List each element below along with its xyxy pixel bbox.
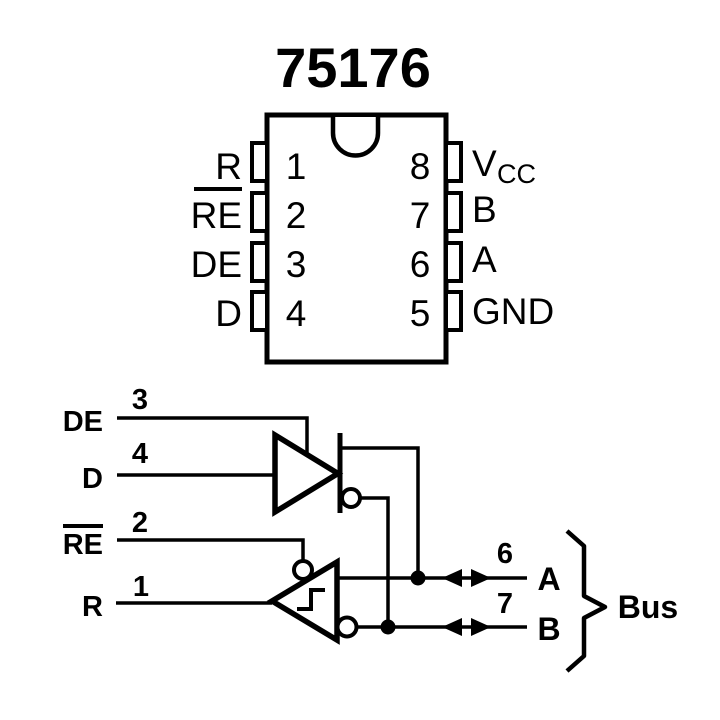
chip-notch [330, 117, 381, 158]
pin-label-r: R [215, 146, 242, 187]
pin-label-re: RE [191, 195, 242, 236]
pin-label-d: D [215, 293, 242, 334]
driver-inverting-wire [360, 496, 390, 627]
bus-label-b: B [537, 611, 560, 647]
pin-label-vcc: V [472, 143, 497, 184]
schem-label-r: R [82, 591, 103, 623]
arrow-left-b-icon [442, 618, 462, 636]
pin-stub-4 [250, 290, 269, 332]
driver-triangle-icon [272, 430, 344, 517]
receiver-inverting-bubble-icon [335, 615, 359, 639]
junction-dot-a [410, 570, 426, 586]
chip-title: 75176 [275, 36, 431, 99]
pin-label-a: A [472, 239, 497, 280]
pin-number-5: 5 [410, 293, 431, 334]
bus-label: Bus [618, 589, 678, 625]
hysteresis-icon [297, 588, 325, 611]
receiver-triangle-icon [266, 557, 340, 645]
bus-pin-6: 6 [497, 538, 513, 570]
junction-dot-b [380, 619, 396, 635]
bus-pin-7: 7 [497, 588, 513, 620]
pin-stub-2 [250, 191, 269, 233]
bus-brace-icon [565, 529, 608, 673]
arrow-right-a-icon [471, 569, 491, 587]
driver-inverting-bubble-icon [340, 487, 362, 509]
pin-number-8: 8 [410, 146, 431, 187]
bus-label-a: A [537, 561, 560, 597]
pin-label-b: B [472, 189, 497, 230]
schem-label-re: RE [63, 529, 103, 561]
schem-pin-4: 4 [132, 438, 148, 470]
schem-pin-2: 2 [132, 507, 148, 539]
schem-label-d: D [82, 463, 103, 495]
pin-stub-5 [444, 290, 463, 332]
pin-number-1: 1 [286, 146, 307, 187]
pin-stub-8 [444, 141, 463, 183]
pin-label-de: DE [191, 244, 242, 285]
driver-noninverting-wire [341, 446, 420, 578]
de-wire [117, 416, 309, 454]
pin-number-3: 3 [286, 244, 307, 285]
receiver-enable-bubble-icon [292, 559, 314, 581]
pin-number-4: 4 [286, 293, 307, 334]
schem-pin-1: 1 [133, 571, 149, 603]
re-wire [117, 538, 305, 561]
pin-label-gnd: GND [472, 291, 554, 332]
pin-stub-3 [250, 241, 269, 283]
schem-pin-3: 3 [132, 384, 148, 416]
arrow-left-a-icon [442, 569, 462, 587]
pin-stub-6 [444, 241, 463, 283]
pin-number-6: 6 [410, 244, 431, 285]
pin-label-vcc-sub: CC [497, 159, 536, 189]
pin-number-7: 7 [410, 195, 431, 236]
pin-stub-7 [444, 191, 463, 233]
pin-stub-1 [250, 141, 269, 183]
pin-number-2: 2 [286, 195, 307, 236]
arrow-right-b-icon [471, 618, 491, 636]
schem-label-de: DE [63, 406, 103, 438]
